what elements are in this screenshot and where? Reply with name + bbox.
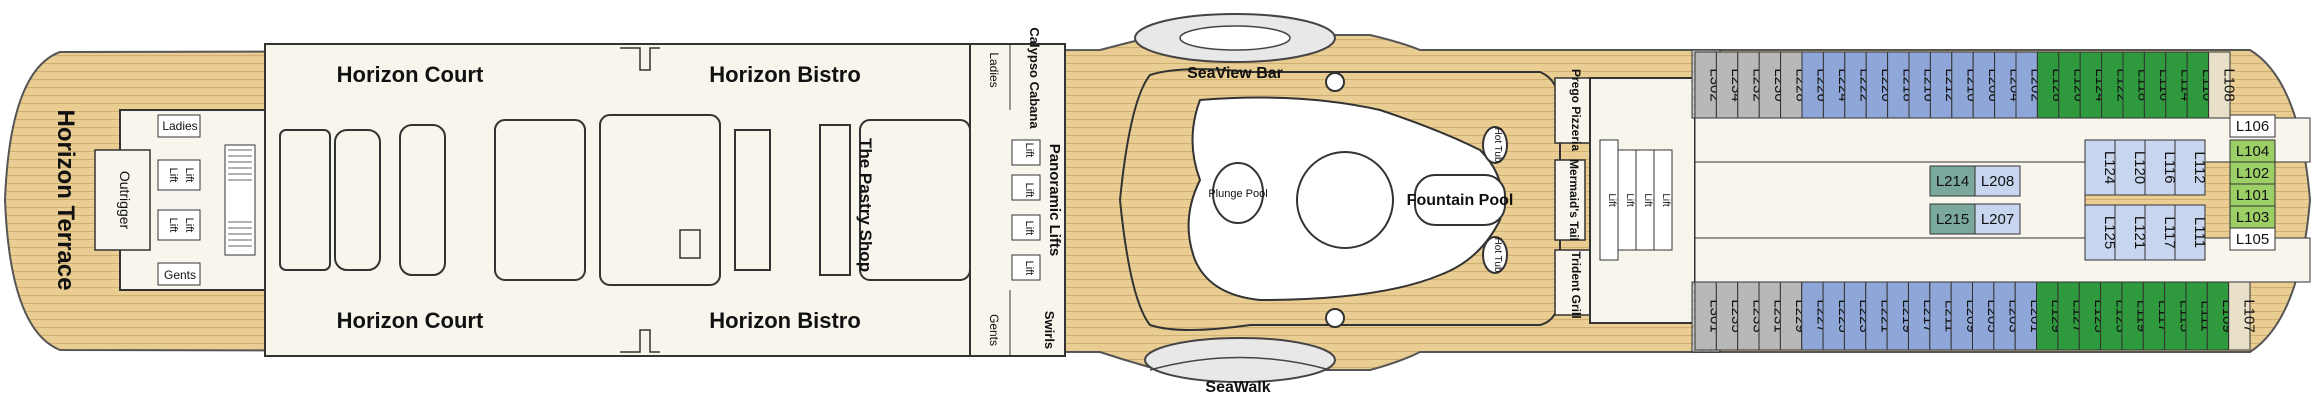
cabin-l116[interactable] [2144,139,2176,196]
cabin-label-l102: L102 [2236,165,2269,182]
mermaids-tail-label: Mermaid's Tail [1567,159,1581,241]
cabin-label-l107: L107 [2240,299,2257,332]
cabin-label-l120: L120 [2131,151,2148,184]
cabin-label-l111: L111 [2191,217,2208,248]
lift-label-aft-3: Lift [167,218,179,233]
seaview-bar-label: SeaView Bar [1187,65,1283,82]
cabin-label-l116: L116 [2161,151,2178,183]
cabin-l105[interactable] [2229,227,2276,251]
outrigger-label: Outrigger [117,171,133,230]
cabin-label-l121: L121 [2131,216,2148,249]
cabin-l121[interactable] [2114,204,2146,261]
lift-label-aft-4: Lift [183,218,195,233]
cabin-l107[interactable] [2228,281,2251,351]
hot-tub-label-lower: Hot Tub [1492,237,1503,272]
lift-label-mid-4: Lift [1023,261,1035,276]
cabin-label-l103: L103 [2236,209,2269,226]
cabin-label-l208: L208 [1981,173,2014,190]
pool-deck-outline [1118,68,1561,331]
panoramic-lifts-label: Panoramic Lifts [1046,144,1063,257]
seawalk-shape [1144,337,1336,383]
cabin-l207[interactable] [1974,203,2021,235]
prego-pizzeria-label: Prego Pizzeria [1569,69,1583,151]
cabin-label-l106: L106 [2236,118,2269,135]
swirls-label: Swirls [1042,311,1057,349]
ladies-label-mid: Ladies [987,52,1001,87]
cabin-label-l124: L124 [2101,151,2118,184]
seawalk-label: SeaWalk [1205,379,1270,396]
horizon-court-area [264,43,971,357]
cabin-label-l117: L117 [2161,216,2178,248]
cabin-l108[interactable] [2208,51,2231,119]
calypso-cabana-label: Calypso Cabana [1027,27,1042,129]
cabin-l111[interactable] [2174,204,2206,261]
lift-label-fwd-1: Lift [1606,193,1617,207]
cabin-l117[interactable] [2144,204,2176,261]
trident-grill-label: Trident Grill [1569,251,1583,318]
gents-label-mid: Gents [987,314,1001,346]
cabin-label-l214: L214 [1936,173,1969,190]
cabin-label-l125: L125 [2101,216,2118,249]
lift-label-mid-1: Lift [1023,143,1035,158]
horizon-bistro-label-top: Horizon Bistro [709,62,861,87]
cabin-l208[interactable] [1974,165,2021,197]
horizon-court-label-top: Horizon Court [337,62,484,87]
plunge-pool-label: Plunge Pool [1208,188,1267,200]
cabin-label-l112: L112 [2191,151,2208,183]
lift-label-fwd-2: Lift [1624,193,1635,207]
cabin-label-l105: L105 [2236,231,2269,248]
hot-tub-label-upper: Hot Tub [1492,127,1503,162]
fountain-pool-label: Fountain Pool [1407,192,1514,209]
lift-label-fwd-3: Lift [1642,193,1653,207]
lift-label-aft-1: Lift [167,168,179,183]
horizon-court-label-bottom: Horizon Court [337,308,484,333]
cabin-l106[interactable] [2229,114,2276,138]
lift-label-aft-2: Lift [183,168,195,183]
outrigger-area [94,149,151,251]
lift-label-mid-3: Lift [1023,221,1035,236]
cabin-label-l207: L207 [1981,211,2014,228]
cabin-label-l215: L215 [1936,211,1969,228]
horizon-terrace-label: Horizon Terrace [52,110,79,291]
cabin-label-l104: L104 [2236,143,2269,160]
lift-label-fwd-4: Lift [1660,193,1671,207]
ladies-label-aft: Ladies [162,119,197,133]
gents-label-aft: Gents [164,268,196,282]
cabin-l214[interactable] [1929,165,1976,197]
cabin-label-l101: L101 [2236,187,2269,204]
lift-label-mid-2: Lift [1023,183,1035,198]
pastry-shop-label: The Pastry Shop [856,138,875,272]
cabin-l112[interactable] [2174,139,2206,196]
cabin-label-l108: L108 [2220,68,2237,101]
horizon-bistro-label-bottom: Horizon Bistro [709,308,861,333]
